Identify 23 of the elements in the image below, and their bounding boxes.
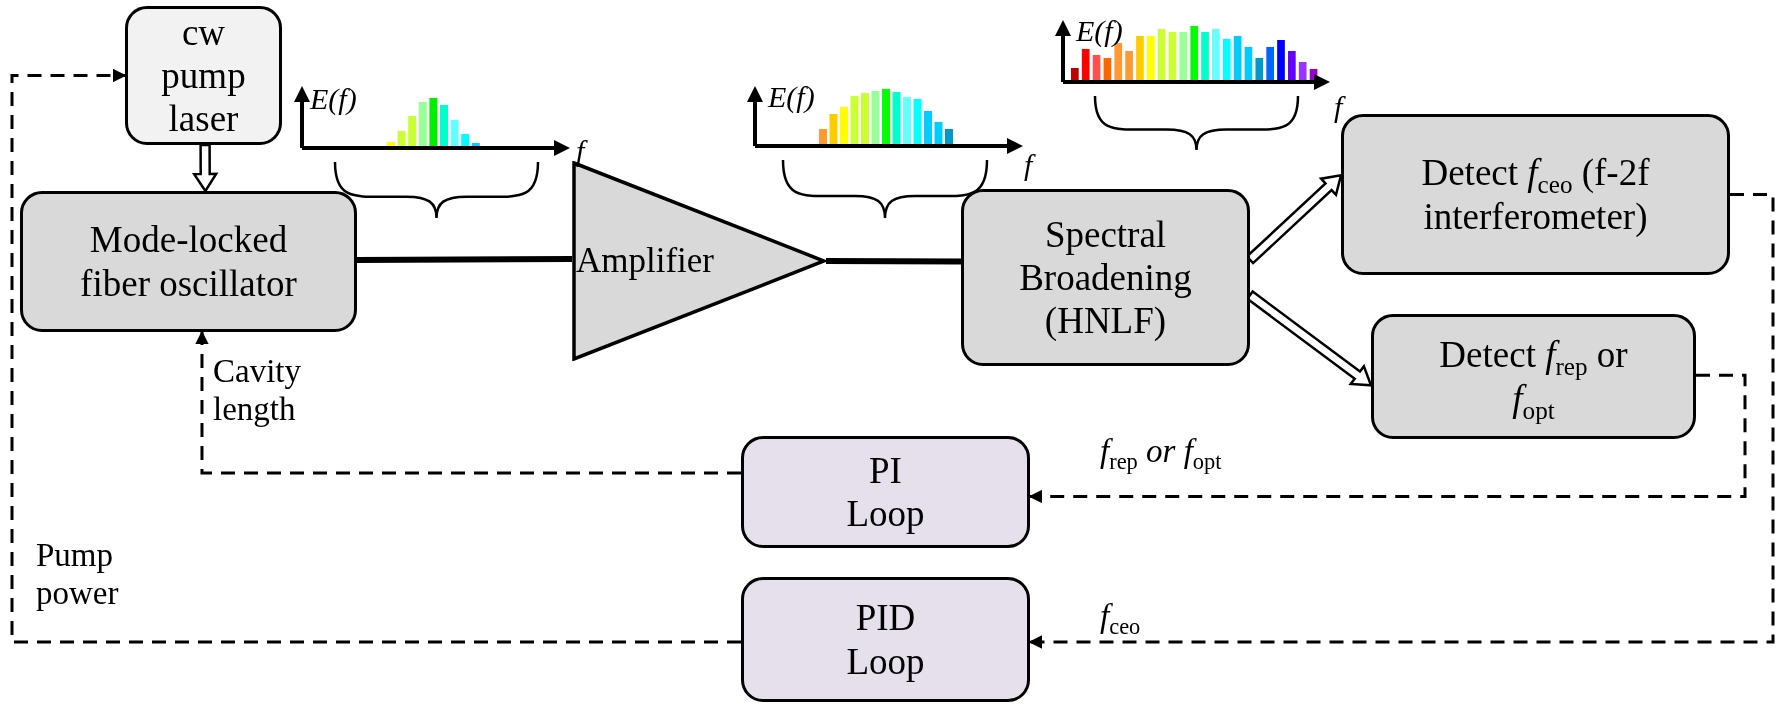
node-label: Detect f$_{ceo}$ (f-2f interferometer) — [1420, 151, 1651, 238]
node-label: Spectral Broadening (HNLF) — [1018, 212, 1193, 343]
dashed-arrow — [195, 330, 741, 475]
process-box — [961, 189, 1250, 366]
dashed-arrow — [1028, 373, 1747, 504]
axis-label: E(f) — [310, 84, 357, 114]
controller-box — [741, 436, 1030, 548]
node-label: cw pump laser — [160, 10, 247, 141]
oscillator-box — [20, 191, 357, 332]
hollow-arrow — [191, 143, 219, 194]
dashed-arrow — [10, 68, 741, 644]
beam-line — [826, 258, 961, 265]
axis-label: E(f) — [768, 82, 815, 112]
detector-box — [1371, 314, 1696, 439]
laser-box — [125, 6, 282, 145]
axis-label: E(f) — [1076, 16, 1123, 46]
node-label: PI Loop — [845, 448, 926, 536]
node-label: PID Loop — [845, 596, 926, 683]
node-label: Amplifier — [576, 240, 715, 282]
node-label: Mode-locked fiber oscillator — [79, 218, 298, 305]
beam-line — [356, 256, 573, 264]
controller-box — [741, 577, 1030, 702]
dashed-arrow — [1028, 193, 1775, 649]
